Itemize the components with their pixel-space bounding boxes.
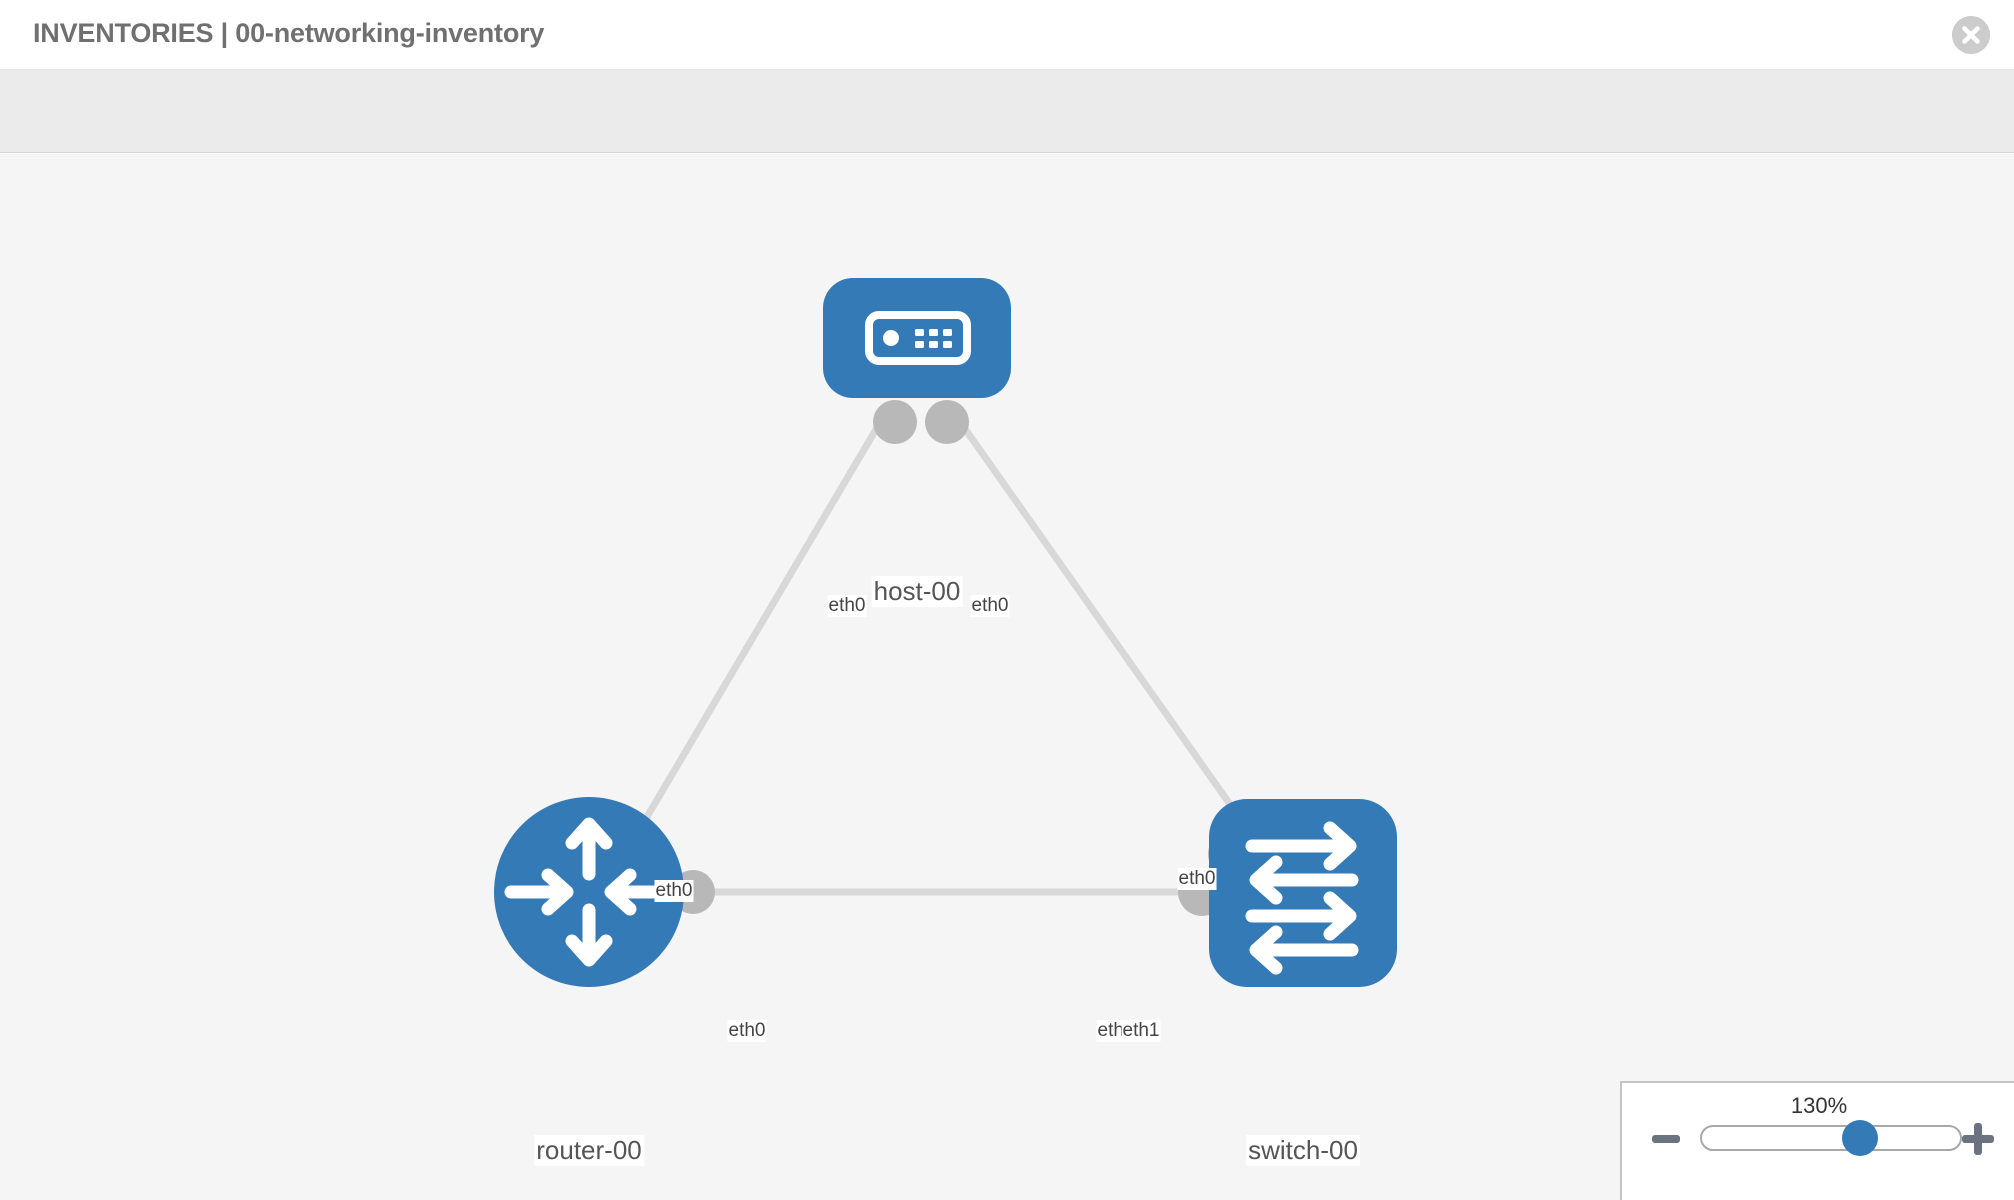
minus-icon[interactable] bbox=[1652, 1135, 1680, 1143]
node-router-00[interactable] bbox=[494, 797, 684, 987]
zoom-slider[interactable] bbox=[1700, 1125, 1962, 1151]
topology-canvas[interactable]: eth0 eth0 eth0 eth0 eth0 eth0 eth1 host-… bbox=[0, 154, 2014, 1200]
toolbar: ACTIONS SEARCH bbox=[0, 70, 2014, 210]
topology-graph bbox=[494, 278, 1397, 987]
iface-label: eth0 bbox=[970, 595, 1010, 617]
node-switch-00[interactable] bbox=[1209, 799, 1397, 987]
iface-label: eth0 bbox=[827, 595, 867, 617]
interface-connectors bbox=[671, 400, 1256, 916]
node-host-00[interactable] bbox=[823, 278, 1011, 398]
iface-label: eth0 bbox=[654, 880, 694, 902]
plus-icon[interactable] bbox=[1962, 1123, 1994, 1155]
node-label-router: router-00 bbox=[534, 1135, 644, 1166]
zoom-control-panel: 130% bbox=[1620, 1081, 2014, 1200]
link-host-router bbox=[621, 424, 882, 856]
zoom-slider-thumb[interactable] bbox=[1842, 1120, 1879, 1156]
page-header: INVENTORIES | 00-networking-inventory bbox=[0, 0, 2014, 70]
connector-host-right bbox=[925, 400, 969, 444]
iface-label: eth0 bbox=[1177, 868, 1217, 890]
node-label-host: host-00 bbox=[871, 576, 963, 607]
page-title: INVENTORIES | 00-networking-inventory bbox=[33, 18, 545, 48]
connector-host-left bbox=[873, 400, 917, 444]
iface-label: eth0 bbox=[727, 1020, 767, 1042]
close-icon[interactable] bbox=[1952, 16, 1990, 54]
topology-links bbox=[621, 423, 1268, 896]
iface-label: eth1 bbox=[1121, 1020, 1161, 1042]
link-host-switch bbox=[960, 423, 1268, 857]
zoom-level-value: 130% bbox=[1790, 1093, 1848, 1118]
node-label-switch: switch-00 bbox=[1246, 1135, 1360, 1166]
